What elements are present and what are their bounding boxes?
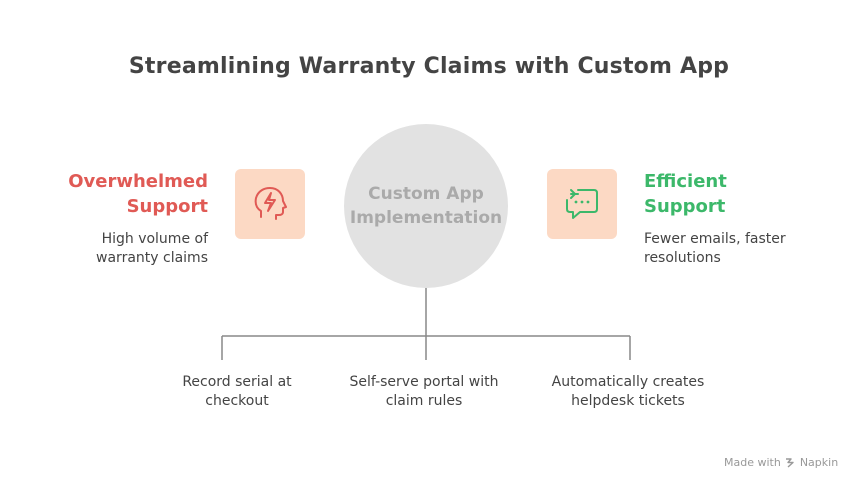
head-lightning-icon	[254, 187, 287, 220]
made-with-label: Made with	[724, 456, 781, 469]
left-description: High volume of warranty claims	[96, 231, 208, 266]
right-icon-box	[547, 169, 617, 239]
center-circle	[344, 124, 508, 288]
right-title: Efficient Support	[644, 171, 727, 217]
center-label: Custom App Implementation	[349, 184, 503, 228]
chat-refresh-icon	[566, 189, 598, 219]
footer-watermark: Made with Napkin	[724, 456, 838, 469]
left-icon-box	[235, 169, 305, 239]
step-helpdesk-tickets: Automatically creates helpdesk tickets	[551, 374, 705, 409]
step-self-serve-portal: Self-serve portal with claim rules	[349, 374, 499, 409]
napkin-logo-icon	[785, 458, 794, 468]
step-record-serial: Record serial at checkout	[182, 374, 292, 409]
right-description: Fewer emails, faster resolutions	[644, 231, 786, 266]
diagram-title: Streamlining Warranty Claims with Custom…	[128, 54, 730, 79]
left-title: Overwhelmed Support	[68, 171, 208, 217]
napkin-brand-label: Napkin	[799, 456, 839, 469]
